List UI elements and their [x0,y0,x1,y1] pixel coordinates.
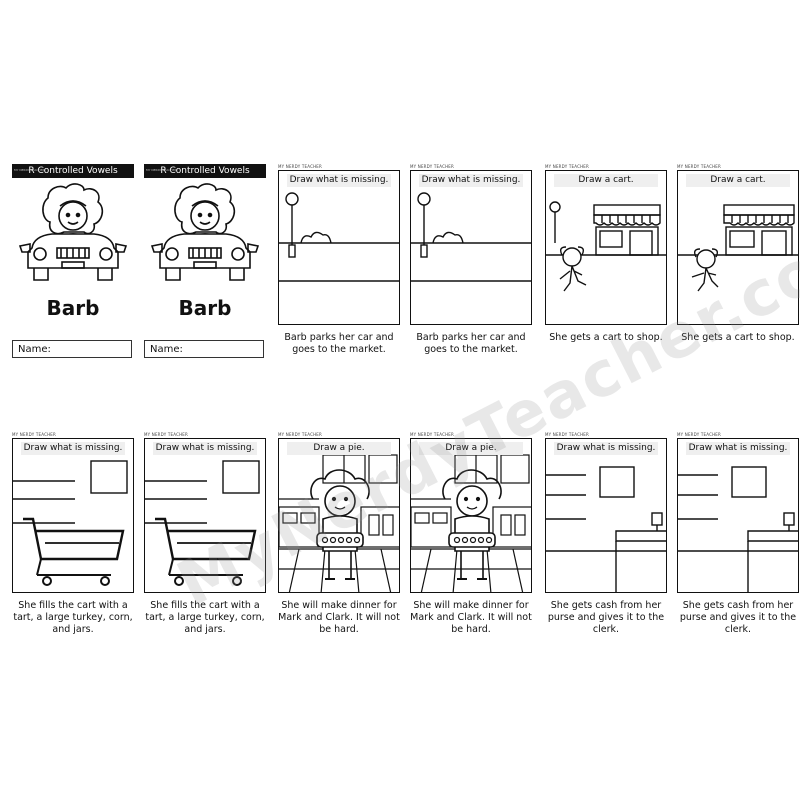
cover-header-title: R Controlled Vowels [28,166,118,176]
kitchen-scene-illustration [411,454,531,592]
page-brand: MY NERDY TEACHER [545,164,589,169]
cover-brand: MY NERDY TEACHER [14,168,45,172]
story-caption: She fills the cart with a tart, a large … [145,600,265,635]
story-page-4: MY NERDY TEACHER Draw a cart. She gets a… [677,164,799,389]
story-caption: Barb parks her car and goes to the marke… [416,332,526,355]
drawing-frame: Draw what is missing. [12,438,134,593]
girl-in-car-illustration [18,183,128,281]
name-label: Name: [18,344,51,355]
shopping-cart-illustration [13,460,128,586]
story-caption: She gets cash from her purse and gives i… [547,600,665,635]
shopping-cart-illustration [145,460,260,586]
story-page-8: MY NERDY TEACHER Draw a pie. [410,432,532,657]
story-caption: She fills the cart with a tart, a large … [13,600,133,635]
drawing-frame: Draw what is missing. [410,170,532,325]
drawing-prompt: Draw a pie. [419,442,523,455]
cover-card-2: MY NERDY TEACHER R Controlled Vowels Bar… [144,164,266,364]
cover-header-title: R Controlled Vowels [160,166,250,176]
story-page-5: MY NERDY TEACHER Draw what is missing. S… [12,432,134,657]
character-name: Barb [178,296,232,320]
character-name: Barb [46,296,100,320]
page-brand: MY NERDY TEACHER [410,164,454,169]
story-page-2: MY NERDY TEACHER Draw what is missing. B… [410,164,532,389]
story-caption: She will make dinner for Mark and Clark.… [410,600,532,635]
drawing-frame: Draw a cart. [545,170,667,325]
drawing-prompt: Draw a pie. [287,442,391,455]
story-page-9: MY NERDY TEACHER Draw what is missing. S… [545,432,667,657]
drawing-frame: Draw a pie. [278,438,400,593]
story-page-7: MY NERDY TEACHER Draw a pie. [278,432,400,657]
story-caption: She gets a cart to shop. [681,332,795,343]
drawing-frame: Draw a cart. [677,170,799,325]
story-caption: Barb parks her car and goes to the marke… [284,332,394,355]
drawing-prompt: Draw a cart. [554,174,658,187]
drawing-frame: Draw what is missing. [144,438,266,593]
drawing-prompt: Draw what is missing. [287,174,391,187]
story-page-3: MY NERDY TEACHER Draw a cart. She gets a… [545,164,667,389]
story-caption: She will make dinner for Mark and Clark.… [278,600,400,635]
page-brand: MY NERDY TEACHER [278,164,322,169]
drawing-frame: Draw a pie. [410,438,532,593]
drawing-frame: Draw what is missing. [677,438,799,593]
girl-in-car-illustration [150,183,260,281]
store-scene-illustration [678,204,798,292]
story-page-6: MY NERDY TEACHER Draw what is missing. S… [144,432,266,657]
page-brand: MY NERDY TEACHER [545,432,589,437]
drawing-prompt: Draw what is missing. [419,174,523,187]
drawing-prompt: Draw what is missing. [554,442,658,455]
page-brand: MY NERDY TEACHER [278,432,322,437]
story-caption: She gets cash from her purse and gives i… [679,600,797,635]
drawing-prompt: Draw what is missing. [153,442,257,455]
cover-header: MY NERDY TEACHER R Controlled Vowels [12,164,134,178]
drawing-prompt: Draw what is missing. [21,442,125,455]
page-brand: MY NERDY TEACHER [677,164,721,169]
cover-brand: MY NERDY TEACHER [146,168,177,172]
drawing-frame: Draw what is missing. [278,170,400,325]
name-label: Name: [150,344,183,355]
name-field[interactable]: Name: [144,340,264,358]
cover-header: MY NERDY TEACHER R Controlled Vowels [144,164,266,178]
story-caption: She gets a cart to shop. [549,332,663,343]
checkout-counter-illustration [546,466,666,592]
drawing-prompt: Draw what is missing. [686,442,790,455]
street-scene-illustration [411,192,531,282]
street-scene-illustration [279,192,399,282]
drawing-prompt: Draw a cart. [686,174,790,187]
drawing-frame: Draw what is missing. [545,438,667,593]
page-brand: MY NERDY TEACHER [12,432,56,437]
name-field[interactable]: Name: [12,340,132,358]
page-brand: MY NERDY TEACHER [144,432,188,437]
checkout-counter-illustration [678,466,798,592]
story-page-1: MY NERDY TEACHER Draw what is missing. B… [278,164,400,389]
page-brand: MY NERDY TEACHER [677,432,721,437]
store-scene-illustration [546,201,666,292]
story-page-10: MY NERDY TEACHER Draw what is missing. S… [677,432,799,657]
cover-card-1: MY NERDY TEACHER R Controlled Vowels Bar… [12,164,134,364]
page-brand: MY NERDY TEACHER [410,432,454,437]
kitchen-scene-illustration [279,454,399,592]
